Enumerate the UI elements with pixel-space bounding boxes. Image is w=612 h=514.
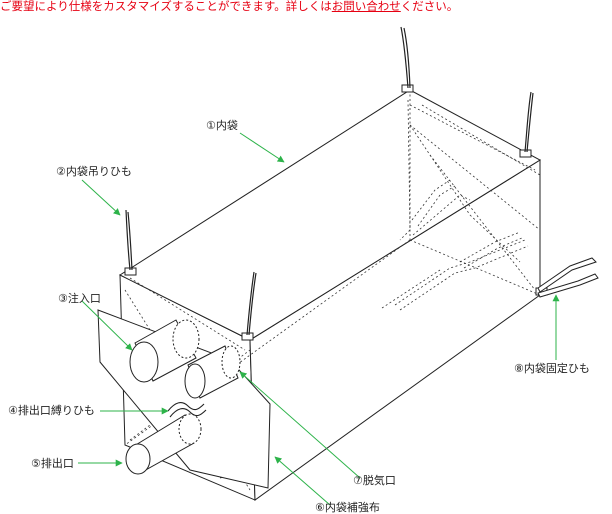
label-inner-bag-hanging-string: ②内袋吊りひも — [56, 164, 132, 178]
notice-text: ご要望により仕様をカスタマイズすることができます。詳しくは — [0, 0, 332, 13]
outlet-tie-string — [167, 402, 207, 418]
fixing-straps — [537, 257, 599, 298]
label-inlet: ③注入口 — [58, 291, 101, 305]
customization-notice: ご要望により仕様をカスタマイズすることができます。詳しくはお問い合わせください。 — [0, 0, 458, 13]
degassing-tube — [184, 345, 241, 399]
notice-text-end: ください。 — [400, 0, 459, 13]
outlet-tube — [125, 413, 202, 475]
label-outlet: ⑤排出口 — [31, 456, 74, 470]
label-inner-bag-fixing-string: ⑧内袋固定ひも — [514, 361, 590, 375]
label-outlet-tie-string: ④排出口縛りひも — [8, 403, 95, 417]
contact-link[interactable]: お問い合わせ — [331, 0, 401, 13]
part-labels: ①内袋 ②内袋吊りひも ③注入口 ④排出口縛りひも ⑤排出口 ⑥内袋補強布 ⑦脱… — [8, 118, 590, 514]
label-inner-bag: ①内袋 — [206, 118, 238, 132]
leader-arrows — [78, 132, 560, 506]
hanging-strings — [125, 26, 534, 336]
inlet-tube — [129, 319, 200, 383]
label-inner-bag-reinforcement: ⑥内袋補強布 — [315, 500, 380, 514]
label-degassing-port: ⑦脱気口 — [353, 473, 396, 487]
